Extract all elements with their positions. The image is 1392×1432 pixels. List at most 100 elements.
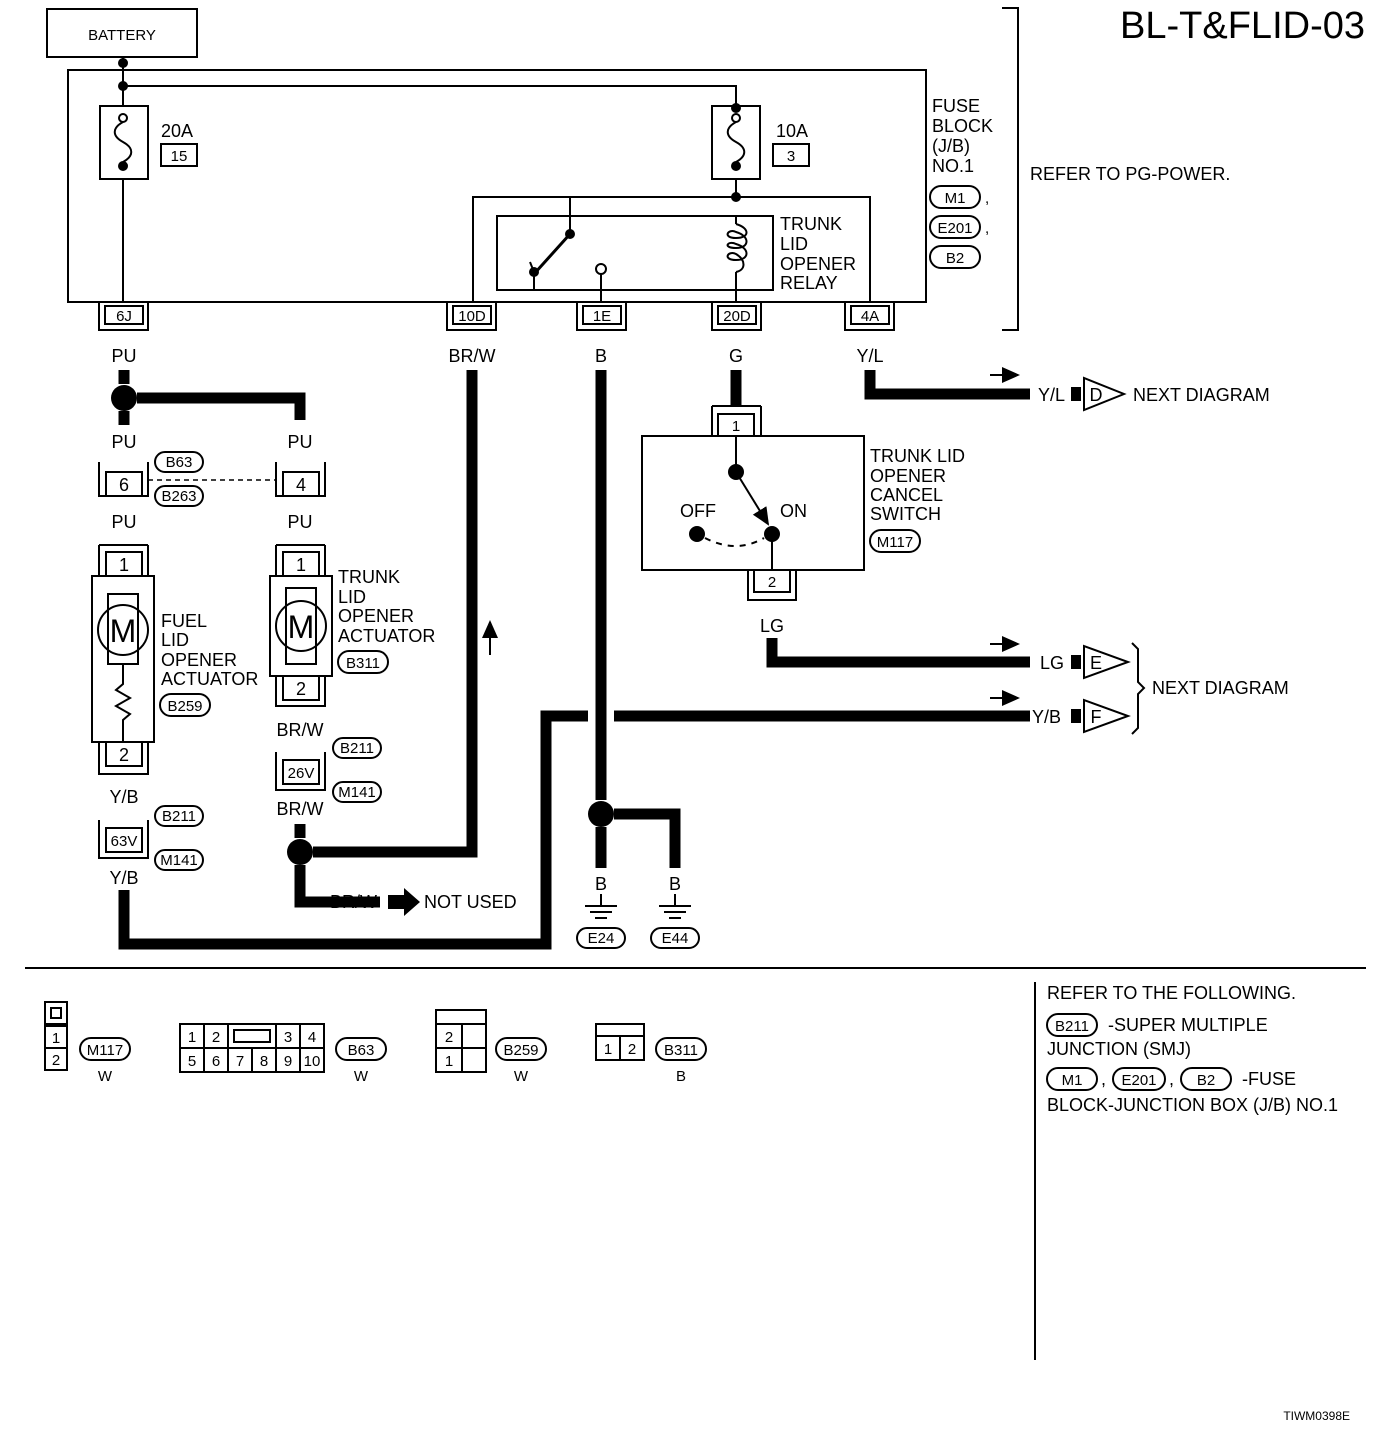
- wire-label-yb-1: Y/B: [109, 787, 138, 807]
- svg-text:E44: E44: [662, 930, 689, 947]
- svg-text:-SUPER MULTIPLE: -SUPER MULTIPLE: [1108, 1015, 1268, 1035]
- svg-text:1E: 1E: [593, 308, 611, 325]
- svg-text:1: 1: [296, 555, 306, 575]
- svg-text:B311: B311: [664, 1042, 698, 1059]
- ground-e44: E44: [650, 894, 700, 949]
- svg-text:M141: M141: [338, 784, 376, 801]
- wire-label-brw-3: BR/W: [277, 799, 324, 819]
- svg-text:1: 1: [52, 1030, 60, 1047]
- connector-view-b63: 1 2 3 4 5 6 7 8 9 10 B63 W: [179, 1023, 387, 1085]
- svg-text:9: 9: [284, 1053, 292, 1070]
- svg-text:E201: E201: [937, 220, 972, 237]
- svg-text:REFER TO THE FOLLOWING.: REFER TO THE FOLLOWING.: [1047, 983, 1296, 1003]
- next-diagram-brace: [1131, 642, 1146, 735]
- wire-label-pu-2: PU: [111, 432, 136, 452]
- svg-text:6: 6: [212, 1053, 220, 1070]
- svg-text:F: F: [1091, 707, 1102, 727]
- svg-text:NO.1: NO.1: [932, 156, 974, 176]
- diagram-title: BL-T&FLID-03: [1120, 5, 1365, 47]
- svg-text:LID: LID: [161, 630, 189, 650]
- svg-text:B259: B259: [503, 1042, 538, 1059]
- svg-text:TRUNK LID: TRUNK LID: [870, 446, 965, 466]
- svg-text:20A: 20A: [161, 121, 193, 141]
- offpage-d: Y/L D NEXT DIAGRAM: [990, 367, 1270, 412]
- connector-view-b311: 1 2 B311 B: [595, 1023, 707, 1085]
- svg-text:Y/L: Y/L: [1038, 385, 1065, 405]
- splice-pu: [111, 385, 137, 411]
- svg-text:1: 1: [445, 1053, 453, 1070]
- wire-label-brw-1: BR/W: [449, 346, 496, 366]
- svg-text:LID: LID: [780, 234, 808, 254]
- svg-text:,: ,: [985, 190, 989, 207]
- svg-text:20D: 20D: [723, 308, 751, 325]
- svg-text:2: 2: [119, 745, 129, 765]
- wire-label-lg: LG: [760, 616, 784, 636]
- svg-text:6: 6: [119, 475, 129, 495]
- svg-text:LID: LID: [338, 587, 366, 607]
- svg-text:10D: 10D: [458, 308, 486, 325]
- wire-label-b-3: B: [669, 874, 681, 894]
- svg-text:M117: M117: [87, 1042, 123, 1059]
- svg-text:2: 2: [52, 1052, 60, 1069]
- svg-text:B2: B2: [946, 250, 964, 267]
- svg-text:D: D: [1090, 385, 1103, 405]
- ground-e24: E24: [576, 894, 626, 949]
- svg-text:M1: M1: [945, 190, 966, 207]
- not-used-label: NOT USED: [424, 892, 517, 912]
- svg-text:B: B: [676, 1068, 686, 1085]
- svg-text:RELAY: RELAY: [780, 273, 838, 293]
- svg-text:3: 3: [787, 148, 795, 165]
- fuse-20a: 20A 15: [99, 86, 198, 180]
- offpage-f: Y/B F: [990, 690, 1131, 734]
- svg-text:W: W: [354, 1068, 369, 1085]
- joint-connector-b63: 6 4 B63 B263: [98, 451, 326, 507]
- svg-text:B211: B211: [340, 740, 374, 757]
- terminal-4a: 4A: [844, 302, 895, 331]
- svg-text:1: 1: [604, 1041, 612, 1058]
- svg-text:OPENER: OPENER: [161, 650, 237, 670]
- svg-text:4: 4: [308, 1029, 316, 1046]
- wire-label-yl-1: Y/L: [856, 346, 883, 366]
- wire-label-brw-2: BR/W: [277, 720, 324, 740]
- svg-text:ON: ON: [780, 501, 807, 521]
- svg-text:5: 5: [188, 1053, 196, 1070]
- svg-text:1: 1: [119, 555, 129, 575]
- wire-label-b-1: B: [595, 346, 607, 366]
- svg-text:OFF: OFF: [680, 501, 716, 521]
- not-used-arrow: [388, 888, 420, 916]
- connector-view-m117: 1 2 M117 W: [44, 1001, 131, 1085]
- svg-text:15: 15: [171, 148, 188, 165]
- svg-text:1: 1: [188, 1029, 196, 1046]
- svg-text:OPENER: OPENER: [338, 606, 414, 626]
- splice-brw: [287, 839, 313, 865]
- svg-text:Y/B: Y/B: [1032, 707, 1061, 727]
- wire-label-yb-2: Y/B: [109, 868, 138, 888]
- battery-bus: [122, 57, 737, 108]
- terminal-6j: 6J: [98, 302, 149, 331]
- wire-label-b-2: B: [595, 874, 607, 894]
- svg-text:LG: LG: [1040, 653, 1064, 673]
- svg-text:63V: 63V: [111, 833, 138, 850]
- svg-text:BLOCK-JUNCTION BOX (J/B) NO.1: BLOCK-JUNCTION BOX (J/B) NO.1: [1047, 1095, 1338, 1115]
- battery-box: [46, 8, 198, 58]
- refer-pg-power: REFER TO PG-POWER.: [1030, 164, 1230, 184]
- fuse-block-label: FUSE BLOCK (J/B) NO.1: [932, 96, 993, 176]
- svg-text:4: 4: [296, 475, 306, 495]
- svg-text:B211: B211: [1055, 1018, 1089, 1035]
- svg-text:,: ,: [1169, 1069, 1174, 1089]
- svg-text:BLOCK: BLOCK: [932, 116, 993, 136]
- svg-text:2: 2: [212, 1029, 220, 1046]
- svg-text:2: 2: [296, 679, 306, 699]
- svg-text:10: 10: [304, 1053, 321, 1070]
- svg-text:E201: E201: [1121, 1072, 1156, 1089]
- svg-text:M141: M141: [160, 852, 198, 869]
- svg-text:W: W: [98, 1068, 113, 1085]
- svg-text:TRUNK: TRUNK: [780, 214, 842, 234]
- svg-text:1: 1: [732, 418, 740, 435]
- wire-label-pu-3: PU: [287, 432, 312, 452]
- svg-text:4A: 4A: [861, 308, 879, 325]
- svg-text:SWITCH: SWITCH: [870, 504, 941, 524]
- svg-text:FUSE: FUSE: [932, 96, 980, 116]
- svg-text:B2: B2: [1197, 1072, 1215, 1089]
- next-diagram-label: NEXT DIAGRAM: [1152, 678, 1289, 698]
